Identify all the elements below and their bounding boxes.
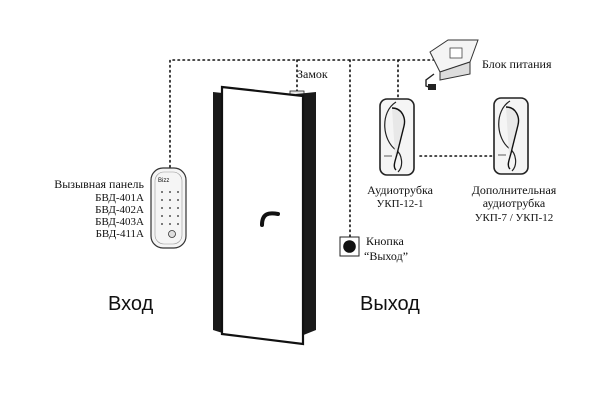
handset-main xyxy=(379,98,415,176)
call-panel-model-3: БВД-403А xyxy=(95,216,144,228)
handset-extra xyxy=(493,97,529,175)
handset-extra-model: УКП-7 / УКП-12 xyxy=(475,212,554,224)
handset-extra-label-2: аудиотрубка xyxy=(483,196,546,210)
call-panel-labels: Вызывная панель БВД-401А БВД-402А БВД-40… xyxy=(54,177,144,240)
call-panel-title: Вызывная панель xyxy=(54,177,144,191)
handset-main-label: Аудиотрубка xyxy=(367,183,434,197)
handset-main-icon xyxy=(391,107,406,171)
call-panel-brand: Bizz xyxy=(158,178,169,184)
exit-button-icon xyxy=(343,240,356,253)
entrance-label: Вход xyxy=(108,293,154,315)
call-panel-key-lock-icon xyxy=(168,230,176,238)
wiring-lines xyxy=(169,59,496,239)
exit-button xyxy=(339,236,360,257)
power-supply-label: Блок питания xyxy=(482,57,552,71)
exit-button-label-1: Кнопка xyxy=(366,234,404,248)
door-handle-icon xyxy=(260,211,280,227)
call-panel-model-2: БВД-402А xyxy=(95,204,144,216)
lock-label: Замок xyxy=(297,67,328,81)
handset-extra-label-1: Дополнительная xyxy=(472,183,557,197)
call-panel-model-1: БВД-401А xyxy=(95,192,144,204)
exit-button-label-2: “Выход” xyxy=(364,249,408,263)
exit-side-label: Выход xyxy=(360,293,420,315)
call-panel-model-4: БВД-411А xyxy=(96,228,144,240)
power-supply xyxy=(425,39,479,90)
handset-main-model: УКП-12-1 xyxy=(377,198,424,210)
call-panel-keypad xyxy=(161,191,179,225)
door xyxy=(213,85,316,346)
handset-extra-icon xyxy=(505,106,520,170)
call-panel: Bizz xyxy=(150,167,187,249)
